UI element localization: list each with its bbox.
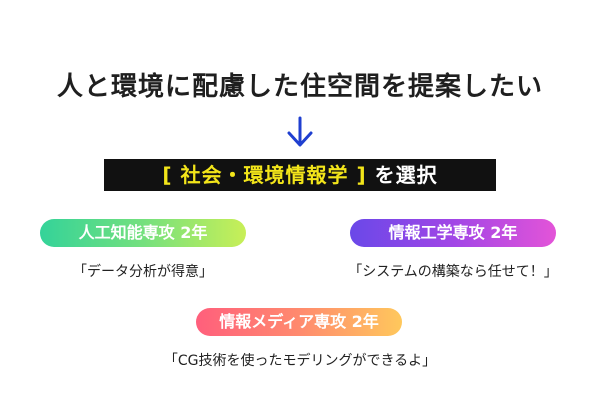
major-quote-media: 「CG技術を使ったモデリングができるよ」 bbox=[163, 353, 437, 369]
selection-banner: [ 社会・環境情報学 ] を選択 bbox=[104, 159, 496, 191]
major-badge-info-eng: 情報工学専攻 2年 bbox=[350, 219, 556, 247]
major-badge-ai: 人工知能専攻 2年 bbox=[40, 219, 246, 247]
headline: 人と環境に配慮した住空間を提案したい bbox=[56, 72, 543, 102]
banner-highlight: [ 社会・環境情報学 ] bbox=[162, 163, 367, 187]
banner-suffix: を選択 bbox=[374, 163, 438, 187]
arrow-down-icon bbox=[287, 116, 313, 147]
major-quote-info-eng: 「システムの構築なら任せて！」 bbox=[348, 264, 558, 280]
major-badge-media: 情報メディア専攻 2年 bbox=[196, 308, 402, 336]
major-quote-ai: 「データ分析が得意」 bbox=[73, 264, 213, 280]
